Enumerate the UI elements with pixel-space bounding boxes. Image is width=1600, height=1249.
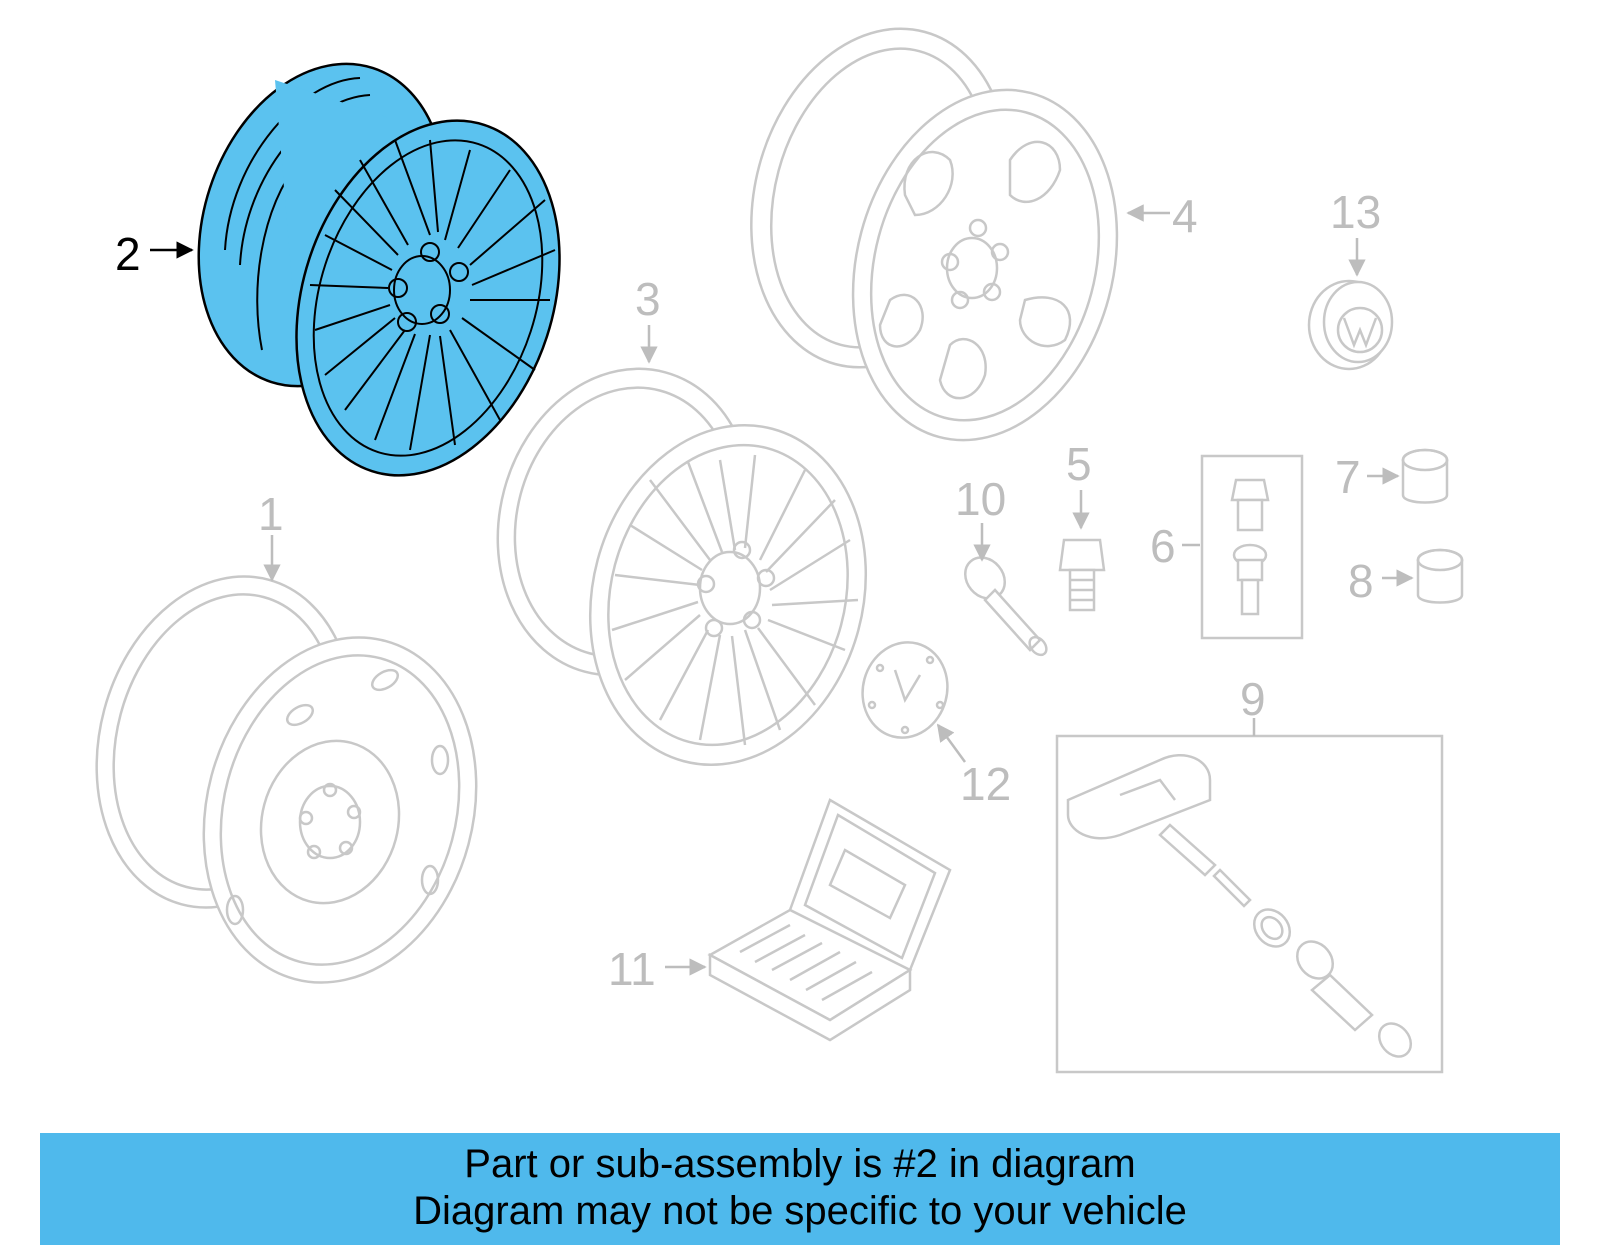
- callout-10[interactable]: 10: [955, 473, 1006, 525]
- callout-8[interactable]: 8: [1348, 555, 1374, 607]
- part-5-wheel-bolt[interactable]: [1058, 538, 1106, 612]
- callout-12[interactable]: 12: [960, 758, 1011, 810]
- part-3-alloy-wheel[interactable]: [464, 340, 903, 796]
- callout-3[interactable]: 3: [635, 273, 661, 325]
- callout-5[interactable]: 5: [1066, 438, 1092, 490]
- part-11-tool-case[interactable]: [707, 798, 952, 1042]
- part-2-alloy-wheel[interactable]: [159, 32, 603, 510]
- callout-4[interactable]: 4: [1172, 190, 1198, 242]
- part-1-steel-wheel[interactable]: [61, 547, 514, 1013]
- callout-13[interactable]: 13: [1330, 186, 1381, 238]
- info-banner: Part or sub-assembly is #2 in diagram Di…: [40, 1133, 1560, 1245]
- banner-line-1: Part or sub-assembly is #2 in diagram: [464, 1142, 1136, 1186]
- callout-9[interactable]: 9: [1240, 673, 1266, 725]
- callout-6[interactable]: 6: [1150, 520, 1176, 572]
- banner-line-2: Diagram may not be specific to your vehi…: [413, 1189, 1187, 1233]
- callout-1[interactable]: 1: [258, 488, 284, 540]
- part-12-adapter-plate[interactable]: [852, 633, 958, 747]
- part-6-lock-bolt-set[interactable]: [1200, 454, 1304, 640]
- part-10-valve-stem[interactable]: [957, 550, 1050, 659]
- part-7-bolt-cap[interactable]: [1401, 448, 1449, 504]
- part-8-bolt-cap[interactable]: [1416, 548, 1464, 604]
- callout-11[interactable]: 11: [608, 943, 656, 995]
- callout-7[interactable]: 7: [1335, 451, 1361, 503]
- part-9-tpms-sensor-kit[interactable]: [1055, 734, 1444, 1074]
- part-13-center-cap[interactable]: [1307, 279, 1394, 371]
- callout-2[interactable]: 2: [115, 228, 141, 280]
- part-4-alloy-wheel[interactable]: [715, 0, 1155, 470]
